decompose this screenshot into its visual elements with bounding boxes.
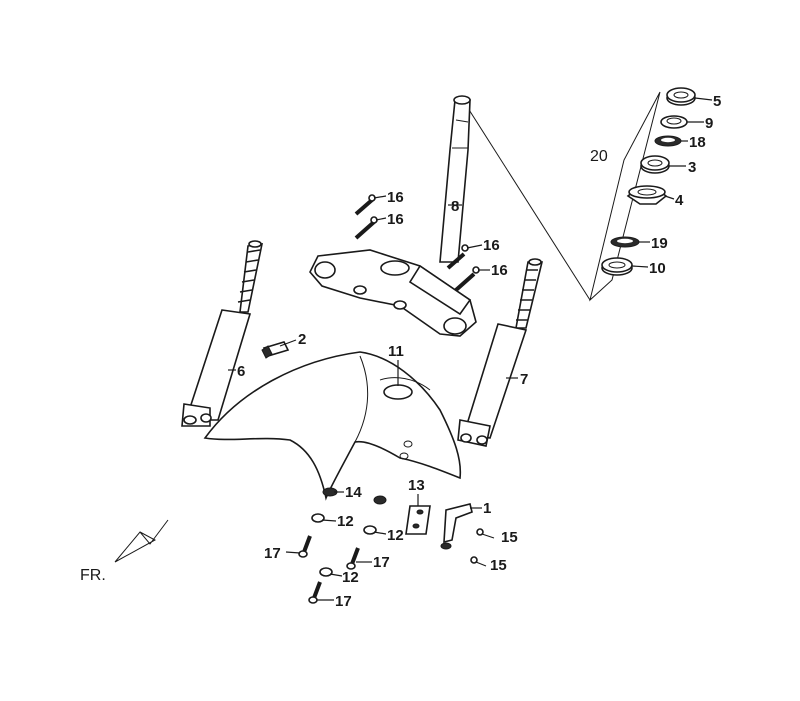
- callout-17c: 17: [335, 593, 352, 610]
- front-direction-arrow-icon: [114, 519, 169, 563]
- part-19-ball-race: [610, 236, 640, 248]
- part-12-washer-b: [363, 525, 377, 535]
- part-3-cone: [640, 155, 670, 174]
- callout-8: 8: [451, 198, 459, 215]
- part-16-bolt-d: [454, 266, 480, 292]
- part-12-washer-c: [319, 567, 333, 577]
- part-6-left-fork-leg: [181, 240, 264, 427]
- callout-13: 13: [408, 477, 425, 494]
- callout-12c: 12: [342, 569, 359, 586]
- part-16-bolt-b: [354, 216, 378, 240]
- part-16-bolt-a: [354, 194, 376, 216]
- part-8-steering-stem: [439, 95, 471, 263]
- part-15-screw-a: [476, 528, 495, 539]
- callout-6: 6: [237, 363, 245, 380]
- callout-15a: 15: [501, 529, 518, 546]
- callout-14: 14: [345, 484, 362, 501]
- part-9-washer: [660, 115, 688, 129]
- callout-labels: 5 9 18 20 3 4 19 10 8 16 16 16 16 2 6 11…: [80, 93, 721, 610]
- part-18-ball-race: [654, 135, 682, 147]
- callout-16b: 16: [387, 211, 404, 228]
- callout-12b: 12: [387, 527, 404, 544]
- part-17-bolt-a: [298, 535, 312, 558]
- callout-19: 19: [651, 235, 668, 252]
- callout-9: 9: [705, 115, 713, 132]
- callout-1: 1: [483, 500, 491, 517]
- callout-12a: 12: [337, 513, 354, 530]
- direction-label: FR.: [80, 567, 106, 584]
- callout-20: 20: [590, 148, 608, 165]
- part-13-bracket: [405, 505, 431, 535]
- part-15-screw-b: [470, 556, 487, 567]
- part-4-cup: [626, 185, 668, 205]
- callout-4: 4: [675, 192, 684, 209]
- part-5-locknut: [666, 87, 696, 106]
- part-12-washer-a: [311, 513, 325, 523]
- callout-3: 3: [688, 159, 696, 176]
- part-17-bolt-b: [346, 547, 360, 570]
- callout-18: 18: [689, 134, 706, 151]
- callout-5: 5: [713, 93, 721, 110]
- callout-17b: 17: [373, 554, 390, 571]
- callout-15b: 15: [490, 557, 507, 574]
- callout-16d: 16: [491, 262, 508, 279]
- callout-16a: 16: [387, 189, 404, 206]
- steering-stem-to-bracket-line: [465, 104, 591, 301]
- callout-10: 10: [649, 260, 666, 277]
- callout-16c: 16: [483, 237, 500, 254]
- part-1-hose-bracket: [440, 503, 473, 550]
- part-10-bottom-cone: [601, 257, 633, 276]
- fender-mount-nut: [373, 495, 387, 505]
- callout-11: 11: [388, 343, 404, 360]
- part-7-right-fork-leg: [457, 258, 544, 447]
- part-11-front-fender: [203, 351, 462, 501]
- callout-7: 7: [520, 371, 528, 388]
- leader-lines: [228, 97, 713, 601]
- callout-17a: 17: [264, 545, 281, 562]
- part-8-triple-clamp: [309, 249, 477, 337]
- callout-2: 2: [298, 331, 306, 348]
